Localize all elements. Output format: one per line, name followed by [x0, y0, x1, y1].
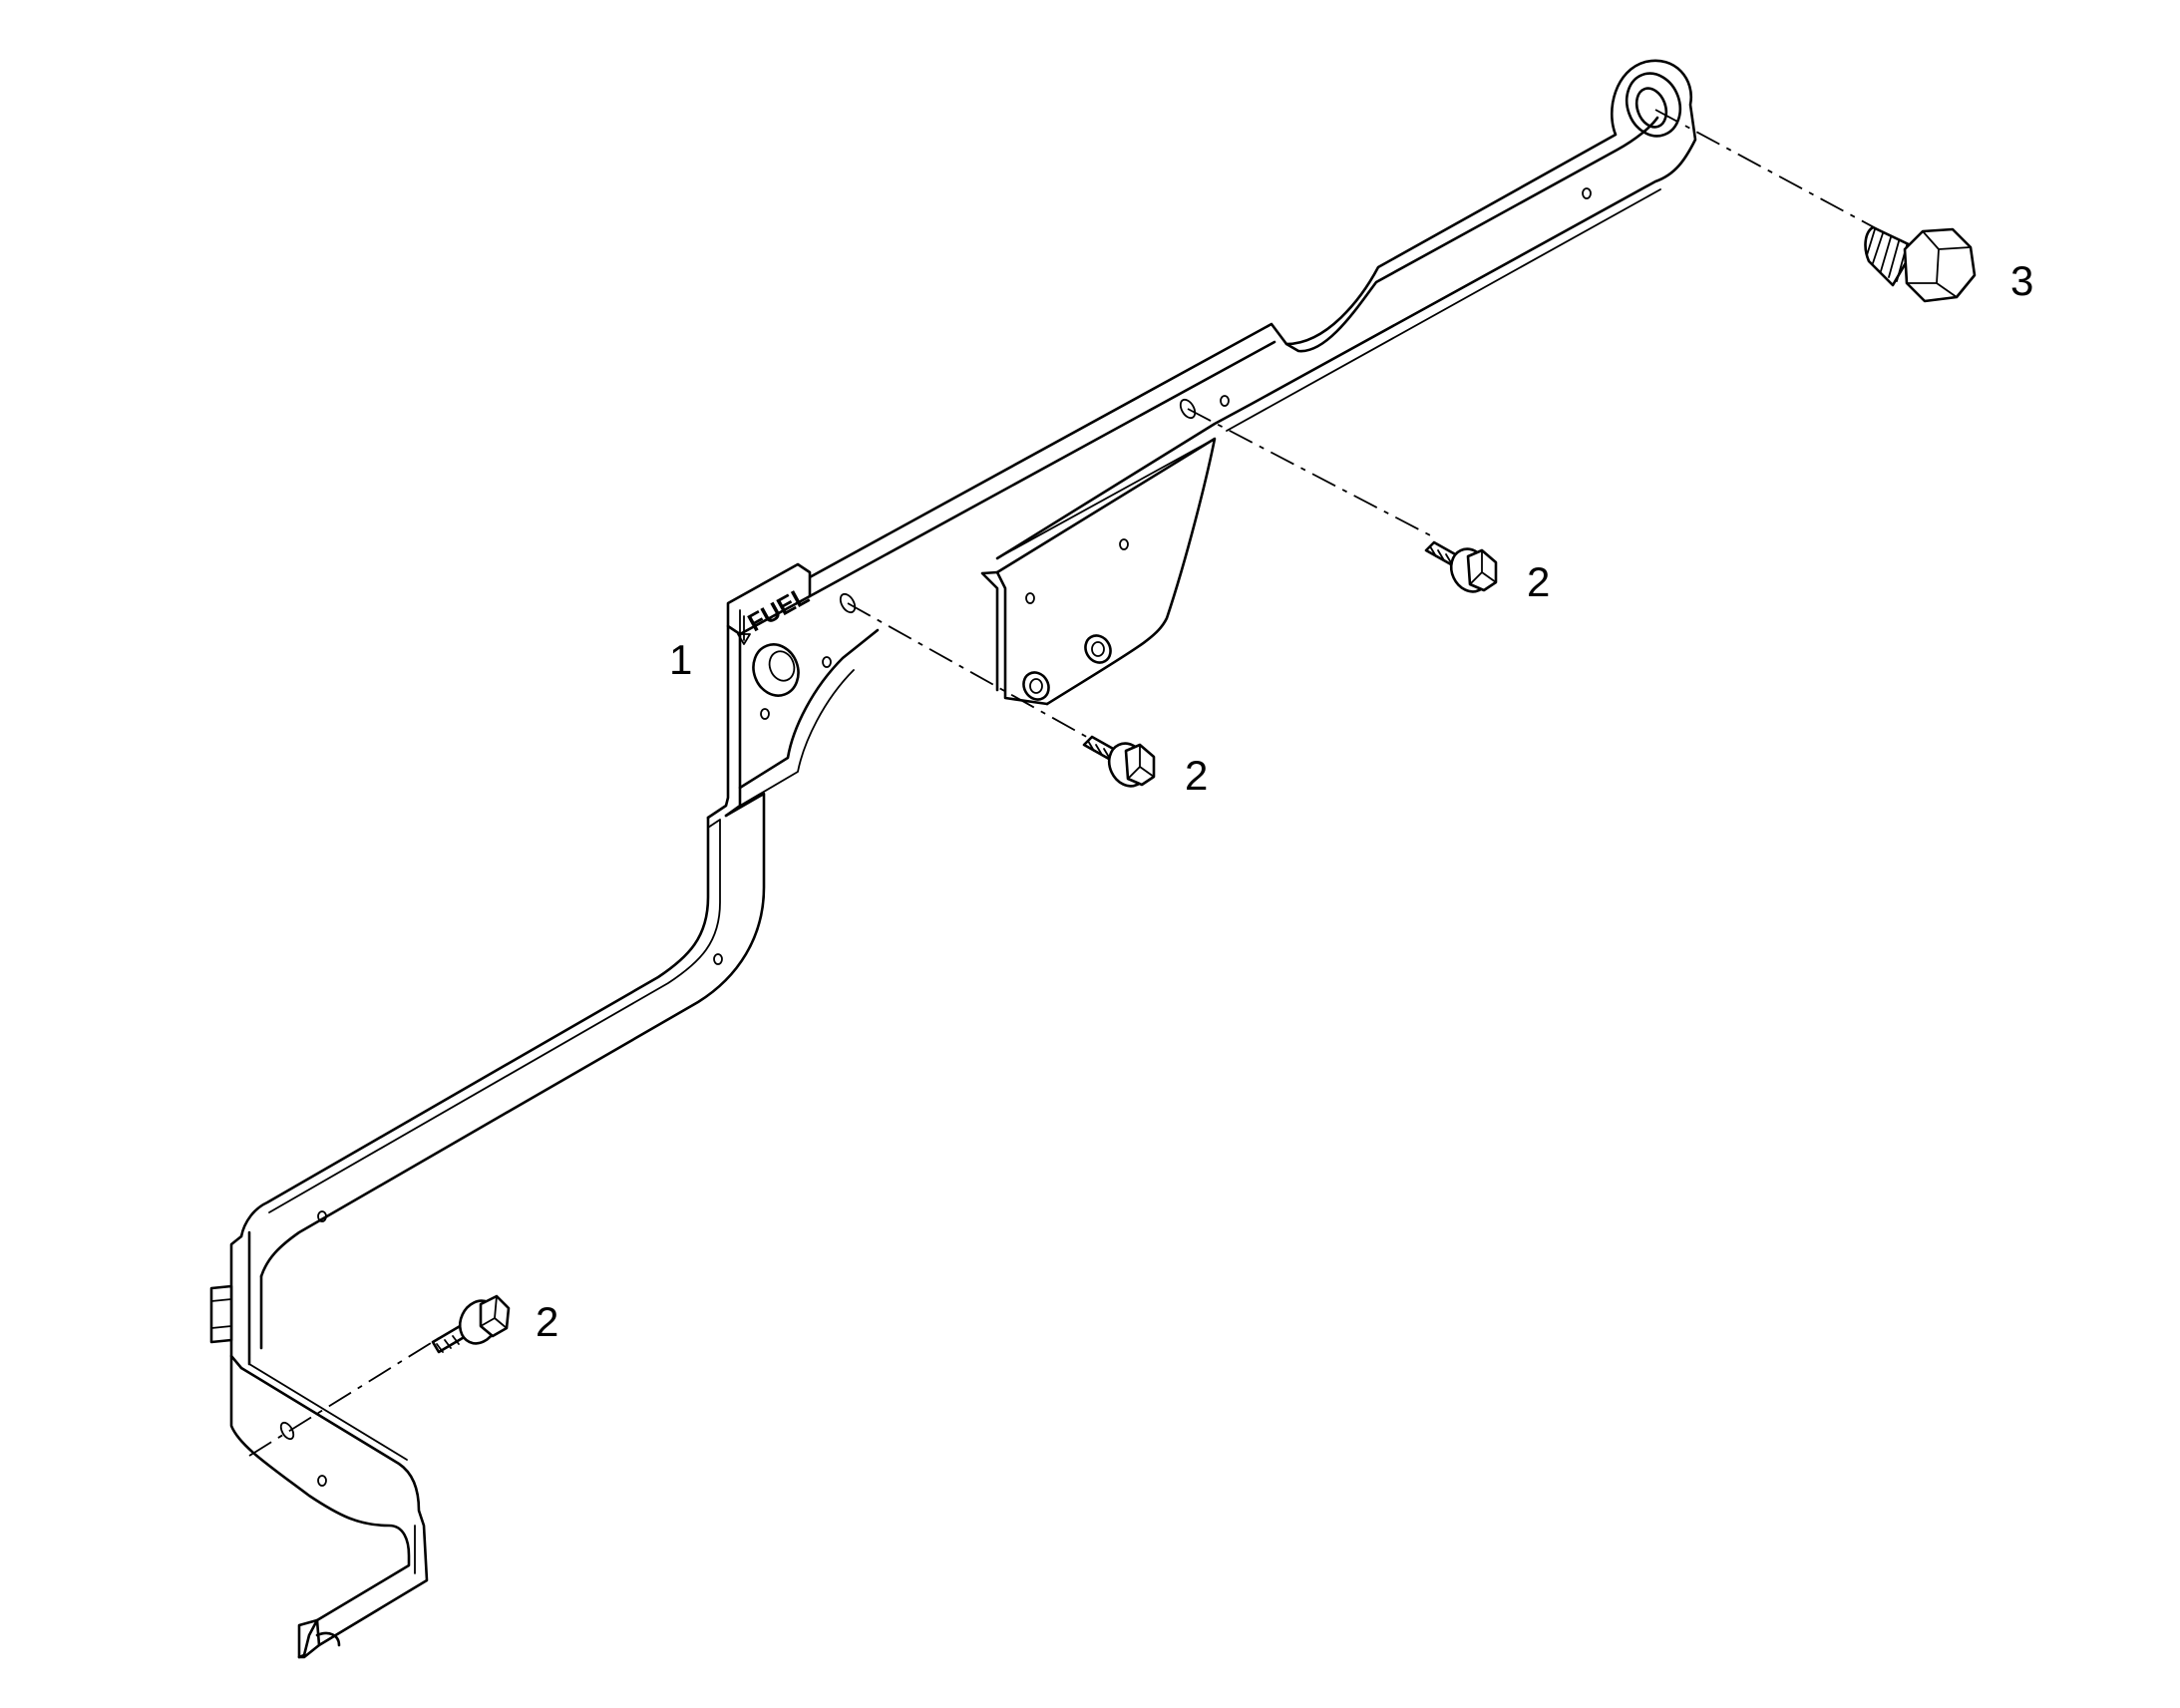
- bracket-eyelet-hole: [1635, 87, 1668, 129]
- bracket-upper-arm-bevel: [996, 188, 1661, 559]
- hole-upper-arm-1: [1582, 187, 1592, 199]
- center-line-lower-hole-to-bolt-2: [248, 1337, 440, 1457]
- bracket-upper-arm-top-edge: [806, 59, 1697, 580]
- bracket-lower-foot: [297, 1618, 341, 1659]
- bracket-holes: [279, 187, 1592, 1487]
- insert-2: [1022, 671, 1050, 701]
- callout-part-2-lower-left: 2: [536, 1298, 558, 1345]
- bracket-s-bend-outer: [239, 816, 710, 1238]
- bolt-3-threads: [1866, 228, 1908, 282]
- bracket-inner-curve: [738, 628, 880, 790]
- hole-upper-arm-2: [1220, 395, 1230, 407]
- bracket-lower-vertical: [229, 1230, 263, 1370]
- callout-part-3: 3: [2010, 257, 2033, 304]
- center-line-tab-hole-to-bolt-2: [847, 602, 1093, 741]
- hex-head-bolt-icon: [1864, 225, 1977, 303]
- assembly-center-lines: [248, 109, 1901, 1457]
- bracket-lower-hook-bevel: [248, 1363, 416, 1574]
- hex-flange-bolt-icon: [431, 1294, 511, 1354]
- hex-flange-bolt-icon: [1082, 735, 1156, 788]
- insert-2-hole: [1029, 678, 1043, 694]
- bracket-bushing: [752, 643, 800, 697]
- callout-part-2-center: 2: [1185, 752, 1208, 799]
- hole-lower-hook-1: [279, 1421, 295, 1441]
- hole-center-plate-1: [1119, 538, 1129, 550]
- bolt-3-head: [1903, 227, 1977, 303]
- bracket-s-bend-bevel: [268, 819, 721, 1213]
- hole-lower-arm: [317, 1210, 327, 1222]
- fuel-line-bracket: FUEL: [209, 59, 1697, 1659]
- bracket-lower-hook-outer: [229, 1354, 411, 1659]
- hole-upper-arm-3: [1179, 398, 1197, 420]
- bolt-3-head-facets: [1906, 230, 1972, 298]
- hole-vertical: [760, 708, 770, 720]
- bracket-vertical-section: [706, 624, 742, 820]
- bolt-3-shank: [1864, 225, 1917, 287]
- center-line-eyelet-to-bolt-3: [1654, 109, 1901, 242]
- bolt-2b-head-facets: [1127, 744, 1155, 780]
- callout-part-2-upper-right: 2: [1527, 558, 1550, 605]
- hex-flange-bolt-icon: [1424, 540, 1498, 593]
- bracket-eyelet-outer: [1625, 72, 1682, 138]
- bracket-bushing-hole: [768, 650, 796, 682]
- hole-s-bend: [713, 953, 723, 965]
- bolt-2a-head-facets: [1469, 549, 1497, 585]
- hole-upper-arm-4: [839, 592, 857, 614]
- bracket-threaded-inserts: [1022, 634, 1112, 701]
- hole-upper-arm-5: [822, 656, 832, 668]
- hole-lower-hook-2: [317, 1475, 327, 1487]
- bracket-s-bend-inner: [259, 792, 766, 1278]
- bracket-center-plate: [995, 437, 1217, 706]
- bolt-2c-head-facets: [480, 1295, 508, 1329]
- bracket-upper-arm-front-edge: [808, 116, 1659, 598]
- insert-1: [1084, 634, 1112, 664]
- bracket-side-nut: [209, 1284, 233, 1344]
- insert-1-hole: [1091, 641, 1105, 657]
- callout-part-1: 1: [669, 636, 692, 683]
- center-line-upper-hole-to-bolt-2: [1187, 408, 1437, 539]
- bracket-side-nut-edge: [210, 1298, 232, 1329]
- hole-center-plate-2: [1025, 592, 1035, 604]
- bolt-2c-threads: [436, 1335, 460, 1353]
- bracket-lower-hook-inner: [239, 1366, 429, 1647]
- bracket-inner-curve-edge: [739, 669, 855, 807]
